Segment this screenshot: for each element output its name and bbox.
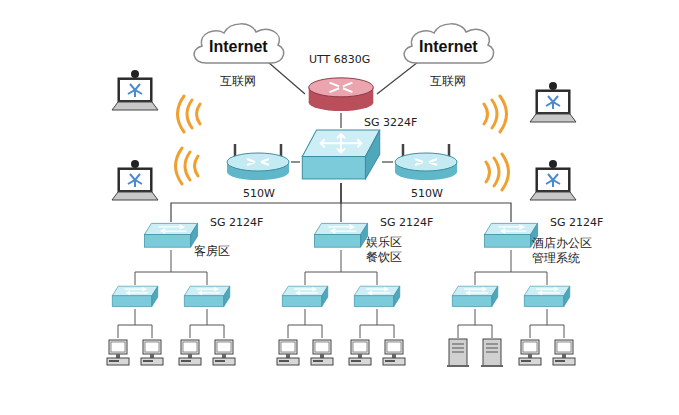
drawing-part bbox=[288, 309, 322, 338]
pc bbox=[213, 340, 235, 365]
pc bbox=[349, 340, 371, 365]
access-switch bbox=[524, 286, 570, 306]
device-label: 510W bbox=[243, 187, 275, 201]
distribution-switch: SG 2124F娱乐区 餐饮区 bbox=[310, 222, 372, 250]
drawing-part bbox=[484, 96, 507, 132]
drawing-part bbox=[360, 309, 394, 338]
pc bbox=[383, 340, 405, 365]
distribution-switch-shape bbox=[484, 223, 537, 247]
laptop bbox=[530, 82, 576, 122]
access-switches bbox=[112, 286, 570, 306]
device-label: SG 2124F bbox=[550, 216, 603, 230]
laptop bbox=[530, 160, 576, 200]
access-switch bbox=[282, 286, 328, 306]
zone-label: 酒店办公区 管理系统 bbox=[532, 236, 598, 266]
wireless-ap: 510W bbox=[225, 142, 291, 182]
router: UTT 6830G bbox=[305, 75, 377, 113]
internet-cloud: Internet互联网 bbox=[398, 18, 498, 70]
zone-label: 互联网 bbox=[430, 74, 466, 89]
device-label: Internet bbox=[419, 37, 478, 57]
drawing-part bbox=[530, 309, 564, 338]
core-switch-icon bbox=[300, 128, 382, 183]
internet-cloud-shape bbox=[194, 24, 284, 63]
device-label: SG 2124F bbox=[210, 216, 263, 230]
wireless-ap-shape bbox=[227, 144, 289, 180]
distribution-switch: SG 2124F客房区 bbox=[140, 222, 202, 250]
device-label: 510W bbox=[411, 187, 443, 201]
access-wires bbox=[118, 250, 564, 338]
access-switch bbox=[112, 286, 158, 306]
device-label: UTT 6830G bbox=[309, 53, 370, 67]
core-switch: SG 3224F bbox=[300, 128, 382, 183]
network-link bbox=[377, 62, 418, 94]
pc bbox=[107, 340, 129, 365]
laptop bbox=[112, 70, 158, 110]
drawing-part bbox=[118, 309, 152, 338]
drawing-part bbox=[176, 148, 199, 184]
access-switch bbox=[354, 286, 400, 306]
access-switch bbox=[452, 286, 498, 306]
wireless-ap-shape bbox=[395, 144, 457, 180]
pc bbox=[311, 340, 333, 365]
device-label: SG 3224F bbox=[364, 116, 417, 130]
laptops bbox=[112, 70, 576, 200]
distribution-switch-icon bbox=[310, 222, 372, 250]
wireless-ap-icon bbox=[225, 142, 291, 182]
zone-label: 互联网 bbox=[220, 74, 256, 89]
distribution-switch-shape bbox=[144, 223, 197, 247]
internet-cloud: Internet互联网 bbox=[188, 18, 288, 70]
drawing-part bbox=[190, 309, 224, 338]
drawing-part bbox=[178, 96, 201, 132]
network-link bbox=[268, 62, 305, 94]
pc bbox=[179, 340, 201, 365]
distribution-switch-icon bbox=[140, 222, 202, 250]
drawing-part bbox=[458, 309, 492, 338]
router-shape bbox=[309, 78, 374, 111]
server bbox=[481, 339, 503, 367]
internet-cloud-shape bbox=[404, 24, 494, 63]
zone-label: 娱乐区 餐饮区 bbox=[366, 235, 406, 265]
distribution-switch-shape bbox=[314, 223, 367, 247]
pc bbox=[519, 340, 541, 365]
server bbox=[447, 339, 469, 367]
network-link bbox=[291, 161, 300, 162]
pc bbox=[141, 340, 163, 365]
pc bbox=[277, 340, 299, 365]
wireless-ap-icon bbox=[393, 142, 459, 182]
access-switch bbox=[184, 286, 230, 306]
device-label: SG 2124F bbox=[380, 216, 433, 230]
pc bbox=[553, 340, 575, 365]
device-label: Internet bbox=[209, 37, 268, 57]
wireless-ap: 510W bbox=[393, 142, 459, 182]
network-link bbox=[340, 113, 341, 128]
network-link bbox=[382, 161, 393, 162]
zone-label: 客房区 bbox=[194, 244, 230, 259]
laptop bbox=[112, 160, 158, 200]
drawing-part bbox=[486, 154, 509, 190]
terminals bbox=[107, 339, 575, 367]
core-switch-shape bbox=[302, 130, 379, 179]
distribution-switch: SG 2124F酒店办公区 管理系统 bbox=[480, 222, 542, 250]
router-icon bbox=[305, 75, 377, 113]
